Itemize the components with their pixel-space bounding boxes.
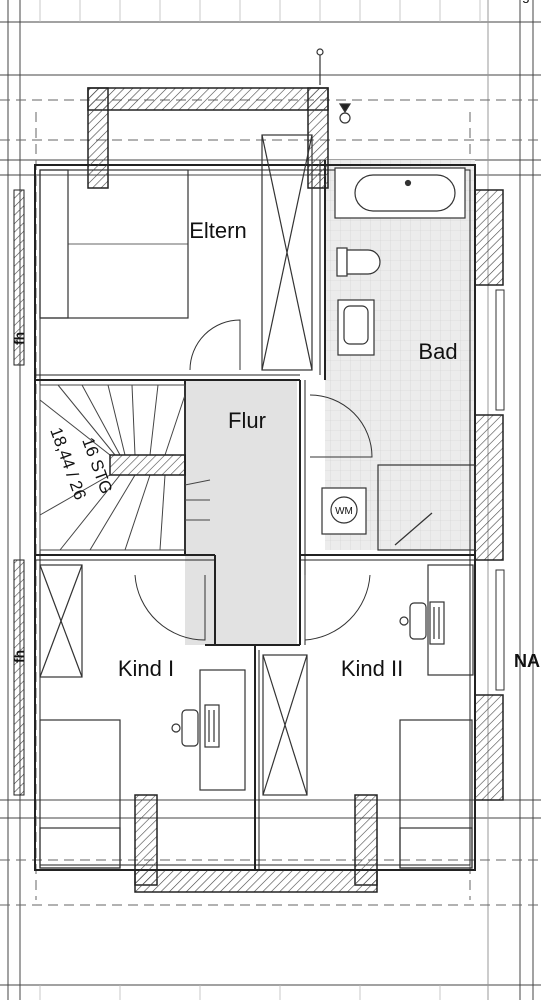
door-swing-eltern <box>189 319 241 371</box>
wardrobe-kind1 <box>39 564 83 678</box>
bed-kind1 <box>39 719 121 869</box>
rafter-lines <box>39 0 481 1000</box>
edge-text-right: NA <box>514 651 540 671</box>
edge-text-top-right: g <box>522 0 530 3</box>
washing-machine <box>321 487 367 535</box>
fh-label-upper: fh <box>11 332 27 345</box>
toilet <box>336 247 381 277</box>
chair-kind2 <box>399 602 427 640</box>
stair-core <box>109 454 186 476</box>
chair-kind1 <box>171 709 199 747</box>
room-label-kind2: Kind II <box>341 656 403 681</box>
stair-ratio-label: 18,44 / 26 <box>46 425 90 503</box>
door-swing-kind1 <box>134 574 206 641</box>
door-swing-kind2 <box>304 574 371 641</box>
bed-kind2 <box>399 719 473 869</box>
flur-floor <box>185 380 297 645</box>
bed <box>39 169 189 319</box>
hatched-walls <box>13 87 504 893</box>
washing-machine-label: WM <box>335 506 353 517</box>
room-label-bad: Bad <box>418 339 457 364</box>
desk-kind2 <box>427 564 474 676</box>
shower <box>377 464 476 551</box>
washbasin <box>337 299 375 356</box>
door-swing-bad <box>309 394 373 458</box>
room-label-eltern: Eltern <box>189 218 246 243</box>
bathtub <box>334 167 466 219</box>
room-label-flur: Flur <box>228 408 266 433</box>
fh-label-lower: fh <box>11 650 27 663</box>
room-label-kind1: Kind I <box>118 656 174 681</box>
wardrobe-kind2 <box>262 654 308 796</box>
chimney-marker <box>316 48 352 124</box>
wardrobe-eltern <box>261 134 313 371</box>
right-windows <box>495 289 505 691</box>
desk-kind1 <box>199 669 246 791</box>
